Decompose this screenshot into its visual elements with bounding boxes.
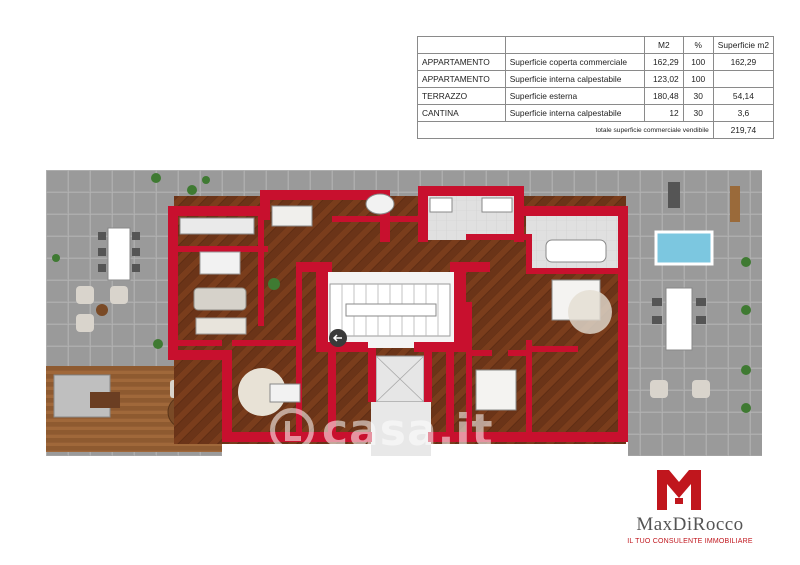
table-cell-description: Superficie interna calpestabile [504, 104, 646, 122]
furniture [76, 182, 740, 416]
area-table: M2 % Superficie m2 APPARTAMENTO Superfic… [417, 36, 775, 139]
table-header-row: M2 % Superficie m2 [417, 36, 775, 54]
table-cell-description: Superficie interna calpestabile [504, 70, 646, 88]
table-cell-percent: 30 [682, 104, 714, 122]
table-cell-type: TERRAZZO [417, 87, 506, 105]
table-cell-type: APPARTAMENTO [417, 53, 506, 71]
table-header-cell [504, 36, 646, 54]
table-cell-surface: 54,14 [712, 87, 775, 105]
table-cell-m2: 123,02 [644, 70, 684, 88]
table-cell-percent: 100 [682, 53, 714, 71]
table-cell-m2: 162,29 [644, 53, 684, 71]
table-cell-description: Superficie coperta commerciale [504, 53, 646, 71]
table-cell-percent: 30 [682, 87, 714, 105]
total-value: 219,74 [712, 121, 775, 139]
table-cell-type: CANTINA [417, 104, 506, 122]
plants [52, 173, 751, 413]
table-row: APPARTAMENTO Superficie coperta commerci… [417, 53, 775, 71]
table-header-cell: M2 [644, 36, 684, 54]
brand-name: MaxDiRocco [636, 514, 744, 535]
total-label: totale superficie commerciale vendibile [417, 121, 714, 139]
table-cell-surface: 162,29 [712, 53, 775, 71]
terrace-right [628, 170, 762, 456]
table-header-cell [417, 36, 506, 54]
logo-mark-icon [657, 470, 701, 510]
table-cell-description: Superficie esterna [504, 87, 646, 105]
table-row: APPARTAMENTO Superficie interna calpesta… [417, 70, 775, 88]
table-cell-m2: 12 [644, 104, 684, 122]
table-cell-percent: 100 [682, 70, 714, 88]
table-row: TERRAZZO Superficie esterna 180,48 30 54… [417, 87, 775, 105]
table-header-cell: % [682, 36, 714, 54]
table-cell-surface [712, 70, 775, 88]
table-header-cell: Superficie m2 [712, 36, 775, 54]
table-cell-surface: 3,6 [712, 104, 775, 122]
floor-plan [46, 170, 762, 456]
brand-tagline: IL TUO CONSULENTE IMMOBILIARE [627, 538, 753, 545]
company-logo: MaxDiRocco IL TUO CONSULENTE IMMOBILIARE [600, 468, 780, 558]
table-cell-m2: 180,48 [644, 87, 684, 105]
table-row: CANTINA Superficie interna calpestabile … [417, 104, 775, 122]
table-total-row: totale superficie commerciale vendibile … [417, 121, 775, 139]
table-cell-type: APPARTAMENTO [417, 70, 506, 88]
